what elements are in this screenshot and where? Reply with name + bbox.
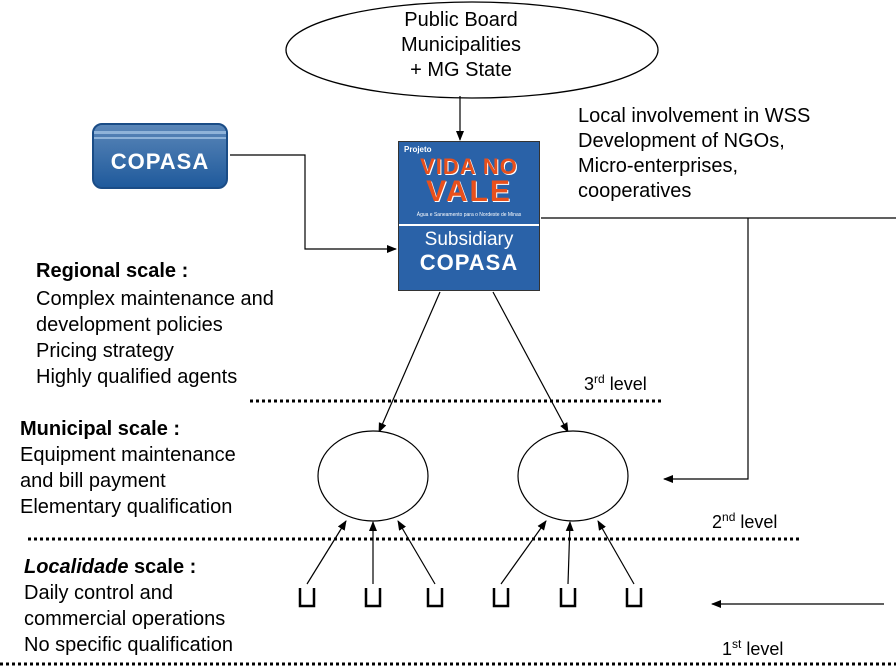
localidade-word: Localidade — [24, 556, 129, 578]
regional-line-2: development policies — [36, 314, 223, 336]
level-2-label: 2nd level — [712, 510, 777, 533]
local-line-4: cooperatives — [578, 180, 692, 202]
regional-scale-title: Regional scale : — [36, 260, 189, 282]
localidade-line-2: commercial operations — [24, 608, 226, 630]
municipal-circle-2 — [517, 430, 629, 522]
level-2-word: level — [735, 512, 778, 532]
level-3-label: 3rd level — [584, 372, 647, 395]
arrow-unit-4-to-circle-2 — [500, 520, 547, 585]
arrow-local-to-municipal — [663, 218, 749, 483]
municipal-scale-title: Municipal scale : — [20, 418, 181, 440]
level-2-suffix: nd — [722, 510, 736, 524]
arrow-unit-1-to-circle-1 — [306, 520, 347, 585]
level-1-suffix: st — [732, 637, 742, 651]
subsidiary-copasa-label: COPASA — [419, 250, 519, 275]
regional-scale-block: Regional scale : — [36, 258, 188, 284]
municipal-line-1: Equipment maintenance — [20, 444, 236, 466]
vale-label: VALE — [426, 175, 512, 208]
arrow-copasa-to-subsidiary — [230, 154, 397, 253]
arrow-subsidiary-to-circle-2 — [492, 291, 569, 433]
vida-no-vale-subsidiary-logo: Projeto VIDA NO VALE Água e Saneamento p… — [398, 141, 540, 291]
municipal-circle-1 — [317, 430, 429, 522]
localidade-line-1: Daily control and — [24, 582, 173, 604]
public-board-line-2: Municipalities — [400, 34, 522, 56]
localidade-line-3: No specific qualification — [24, 634, 233, 656]
level-1-label: 1st level — [722, 637, 783, 660]
regional-scale-lines: Complex maintenance and development poli… — [36, 286, 274, 390]
regional-line-3: Pricing strategy — [36, 340, 174, 362]
regional-line-1: Complex maintenance and — [36, 288, 274, 310]
level-1-word: level — [741, 639, 784, 659]
level-1-number: 1 — [722, 639, 733, 659]
arrow-unit-6-to-circle-2 — [597, 520, 635, 585]
localidade-scale-title: Localidade scale : — [24, 554, 233, 580]
level-2-number: 2 — [712, 512, 723, 532]
vida-tagline: Água e Saneamento para o Nordeste de Min… — [416, 212, 522, 218]
localidade-scale-suffix: scale : — [128, 556, 197, 578]
public-board-ellipse — [285, 1, 659, 99]
regional-line-4: Highly qualified agents — [36, 366, 238, 388]
public-board-line-1: Public Board — [404, 9, 518, 31]
arrow-unit-3-to-circle-1 — [397, 520, 436, 585]
municipal-scale-block: Municipal scale : Equipment maintenance … — [20, 416, 236, 520]
subsidiary-label: Subsidiary — [424, 229, 514, 250]
copasa-logo-text: COPASA — [110, 149, 210, 174]
arrow-unit-5-to-circle-2 — [565, 521, 574, 585]
local-involvement-text: Local involvement in WSS Development of … — [578, 104, 810, 204]
local-line-3: Micro-enterprises, — [578, 155, 739, 177]
municipal-line-2: and bill payment — [20, 470, 166, 492]
local-line-2: Development of NGOs, — [578, 130, 785, 152]
arrow-subsidiary-to-circle-1 — [378, 291, 441, 433]
public-board-line-3: + MG State — [410, 59, 512, 81]
localidade-scale-block: Localidade scale : Daily control and com… — [24, 554, 233, 658]
public-board-text: Public Board Municipalities + MG State — [330, 8, 592, 83]
municipal-line-3: Elementary qualification — [20, 496, 233, 518]
level-3-word: level — [604, 374, 647, 394]
level-3-number: 3 — [584, 374, 595, 394]
vida-no-label: VIDA NO — [420, 154, 518, 179]
copasa-logo: COPASA — [92, 123, 228, 189]
local-line-1: Local involvement in WSS — [578, 105, 811, 127]
level-3-suffix: rd — [594, 372, 605, 386]
localidade-units — [298, 588, 643, 608]
vida-projeto-label: Projeto — [404, 145, 432, 154]
